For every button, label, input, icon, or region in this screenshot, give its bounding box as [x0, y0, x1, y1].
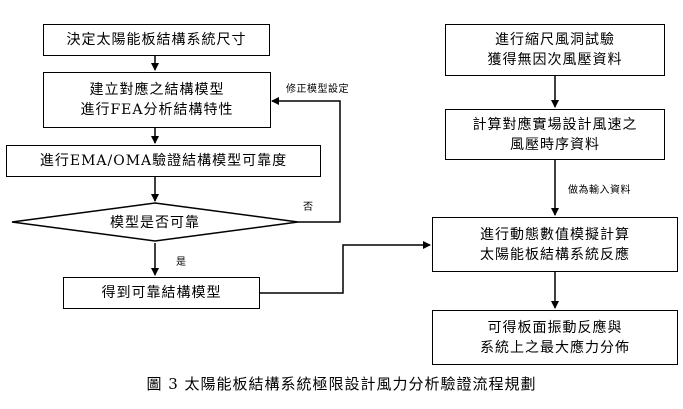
decision-text: 模型是否可靠	[110, 215, 200, 231]
left-step5-box: 得到可靠結構模型	[63, 277, 260, 309]
left-step3-box: 進行EMA/OMA驗證結構模型可靠度	[6, 145, 321, 177]
left-step3-text: 進行EMA/OMA驗證結構模型可靠度	[39, 153, 288, 169]
right-step4-line1: 可得板面振動反應與	[487, 319, 623, 336]
right-step3-line2: 太陽能板結構系統反應	[480, 246, 630, 263]
as-input-label: 做為輸入資料	[568, 185, 631, 196]
yes-label: 是	[176, 257, 187, 268]
right-step3-line1: 進行動態數值模擬計算	[480, 226, 630, 243]
right-step4-box: 可得板面振動反應與 系統上之最大應力分佈	[432, 310, 678, 365]
no-label: 否	[303, 202, 314, 213]
decision-diamond	[11, 202, 299, 242]
modify-model-label: 修正模型設定	[286, 84, 349, 95]
feedback-loop-line	[271, 97, 341, 223]
right-step1-box: 進行縮尺風洞試驗 獲得無因次風壓資料	[445, 24, 665, 76]
right-step2-box: 計算對應實場設計風速之 風壓時序資料	[445, 109, 665, 160]
right-step2-line2: 風壓時序資料	[510, 136, 600, 153]
left-step1-box: 決定太陽能板結構系統尺寸	[43, 24, 270, 56]
figure-caption: 圖 3 太陽能板結構系統極限設計風力分析驗證流程規劃	[146, 375, 537, 393]
right-step2-line1: 計算對應實場設計風速之	[472, 116, 638, 133]
right-step3-box: 進行動態數值模擬計算 太陽能板結構系統反應	[432, 217, 678, 272]
link-left-to-right-line	[260, 241, 431, 294]
right-step1-line2: 獲得無因次風壓資料	[487, 52, 623, 68]
left-step2-box: 建立對應之結構模型 進行FEA分析結構特性	[43, 72, 271, 128]
right-step1-line1: 進行縮尺風洞試驗	[495, 32, 615, 48]
left-step1-text: 決定太陽能板結構系統尺寸	[66, 32, 247, 48]
right-step4-line2: 系統上之最大應力分佈	[480, 339, 630, 356]
left-step2-line2: 進行FEA分析結構特性	[80, 102, 234, 118]
left-step2-line1: 建立對應之結構模型	[89, 82, 225, 98]
left-step5-text: 得到可靠結構模型	[101, 285, 222, 301]
